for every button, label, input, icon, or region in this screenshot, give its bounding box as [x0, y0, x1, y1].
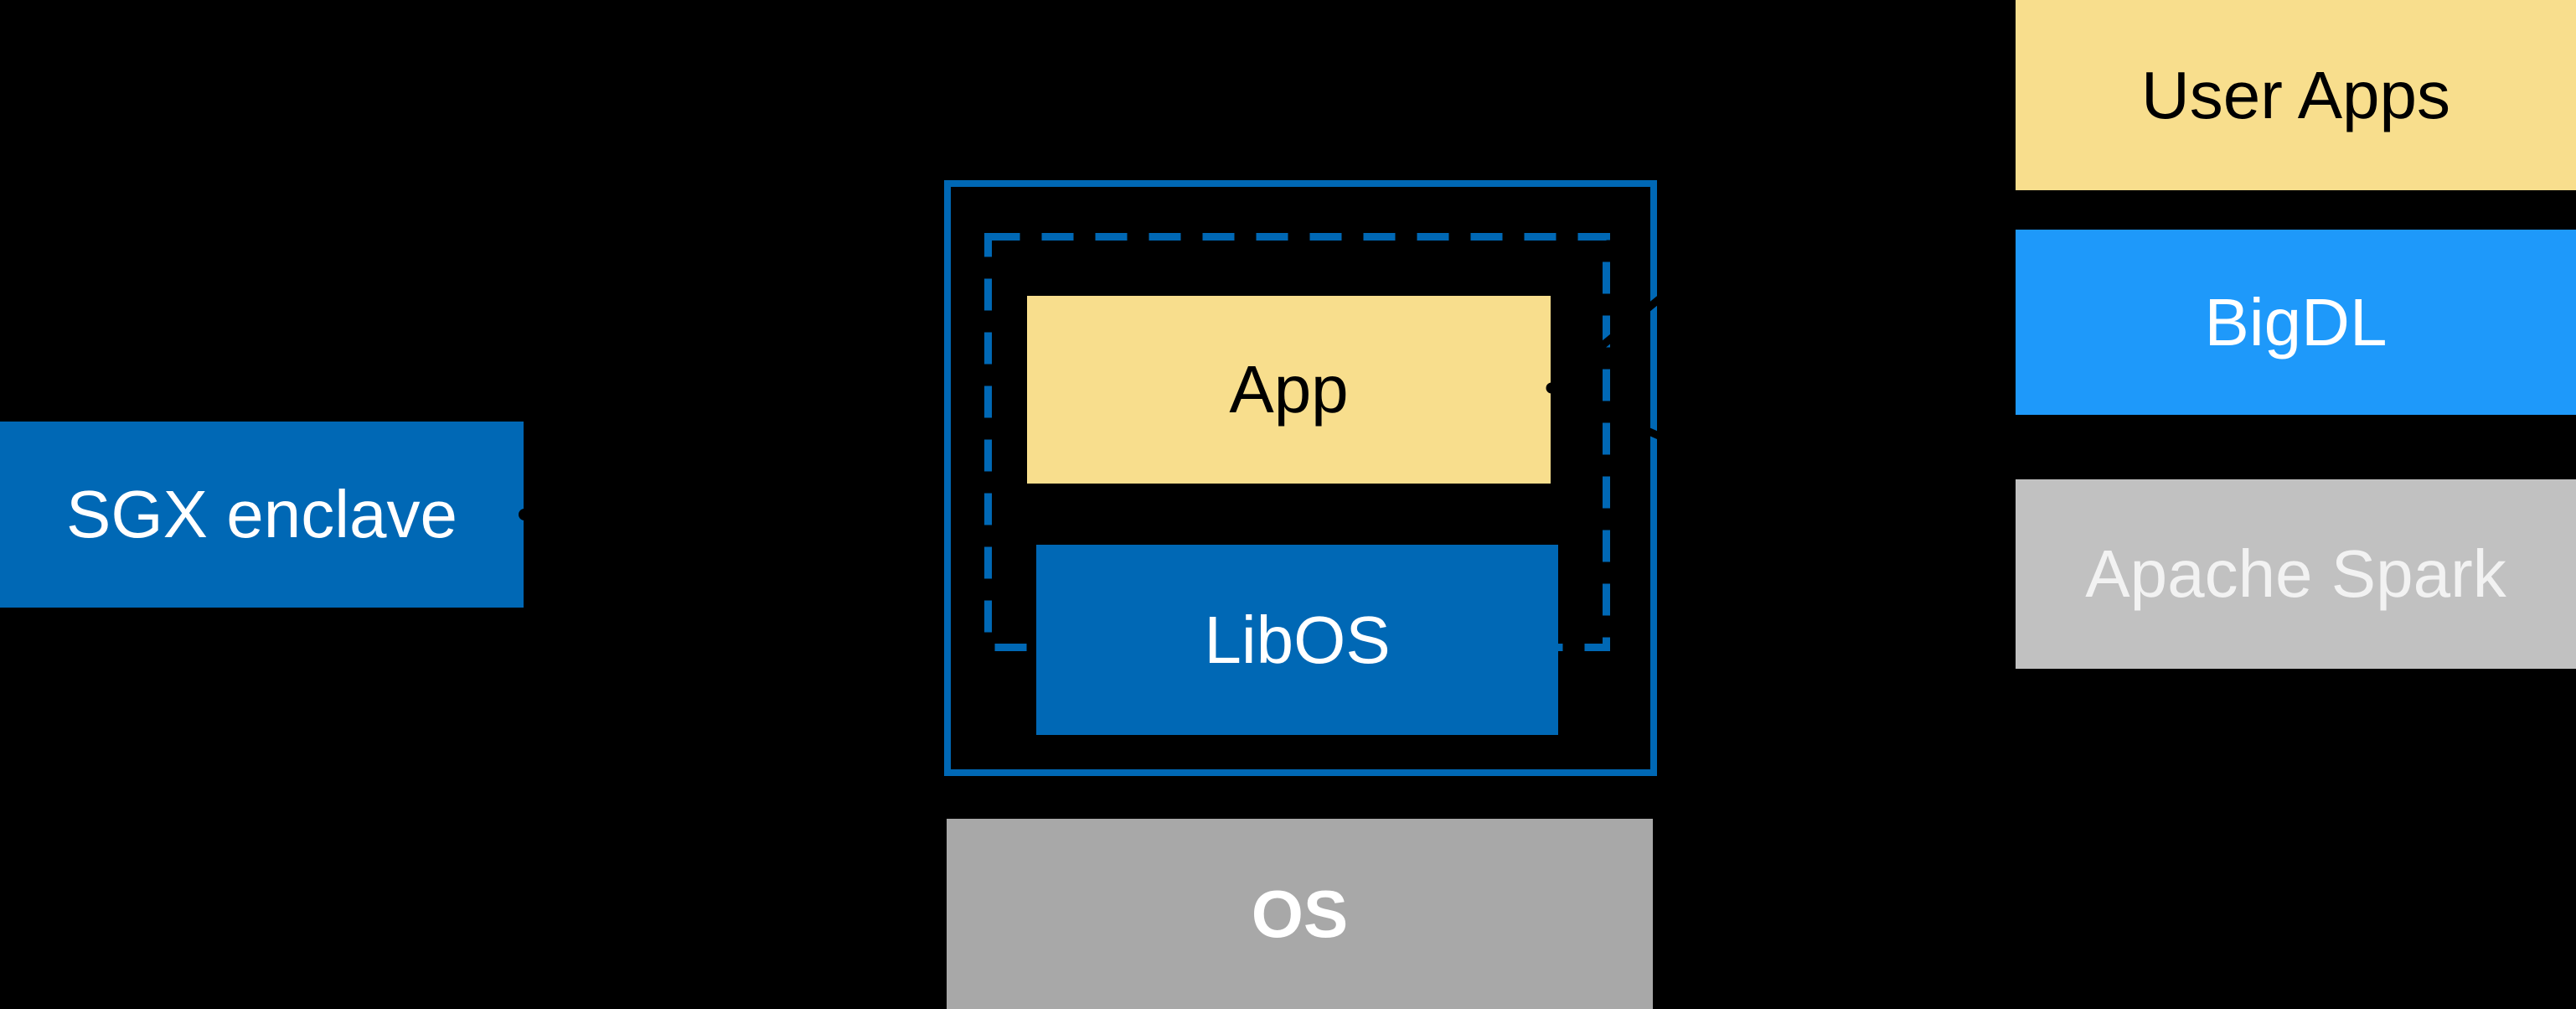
- bigdl-label: BigDL: [2204, 284, 2388, 360]
- user-apps-label: User Apps: [2140, 57, 2451, 132]
- apache-spark-node: Apache Spark: [2016, 479, 2576, 669]
- app-node: App: [1027, 296, 1551, 484]
- bigdl-node: BigDL: [2016, 230, 2576, 415]
- user-apps-node: User Apps: [2016, 0, 2576, 190]
- os-label: OS: [1251, 876, 1349, 951]
- connector-spark-side-to-app: [1551, 385, 2014, 596]
- app-label: App: [1229, 352, 1349, 427]
- os-node: OS: [947, 819, 1653, 1009]
- sgx-enclave-label: SGX enclave: [66, 477, 457, 551]
- sgx-enclave-node: SGX enclave: [0, 422, 524, 608]
- libos-node: LibOS: [1036, 545, 1558, 735]
- apache-spark-label: Apache Spark: [2085, 536, 2506, 611]
- libos-label: LibOS: [1204, 602, 1391, 677]
- connector-user-apps-to-app: [1550, 8, 2015, 390]
